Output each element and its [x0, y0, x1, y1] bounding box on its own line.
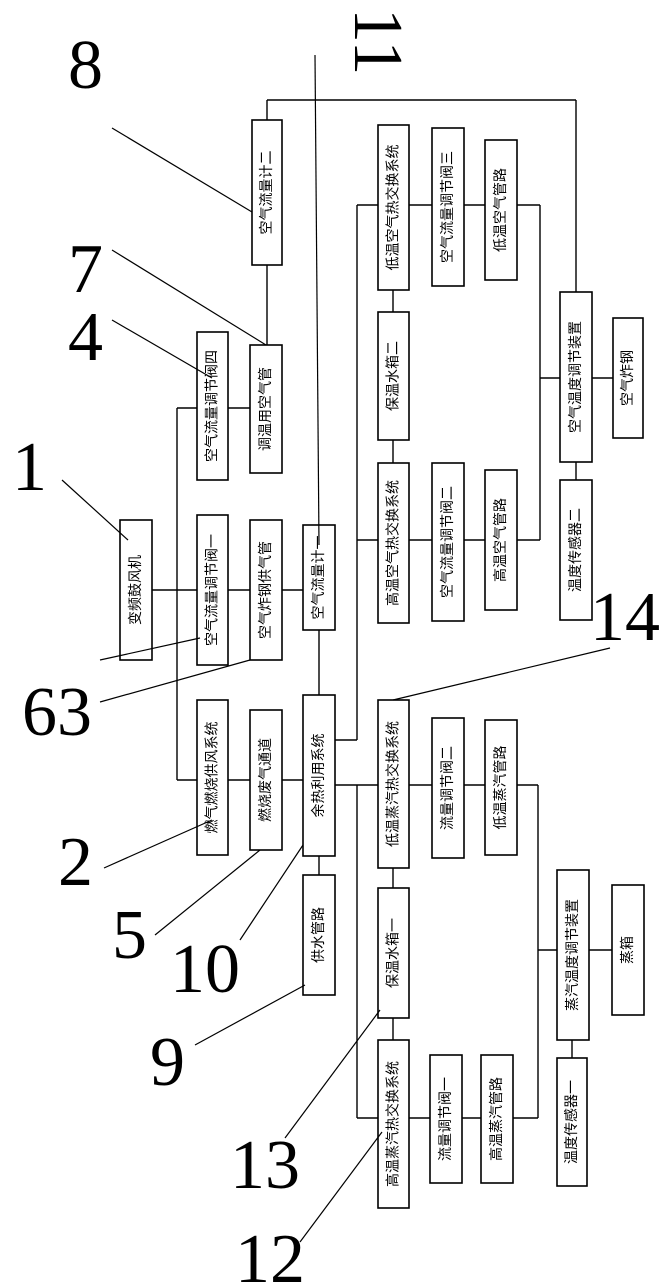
box-label: 燃气燃烧供风系统: [204, 722, 221, 834]
box-air-flowmeter-2: 空气流量计二: [252, 120, 282, 265]
box-tank-2: 保温水箱二: [378, 312, 409, 440]
box-boiler-air-pipe: 空气炸钢供气管: [250, 520, 282, 660]
box-label: 低温蒸汽管路: [493, 746, 509, 830]
box-label: 变频鼓风机: [128, 555, 144, 625]
box-label: 空气温度调节装置: [568, 321, 584, 433]
leader-5: [155, 850, 260, 935]
leader-14: [393, 648, 610, 700]
leader-3: [100, 660, 250, 702]
box-hot-steam-exch: 高温蒸汽热交换系统: [378, 1040, 409, 1208]
box-exhaust: 燃烧废气通道: [250, 710, 282, 850]
box-label: 高温空气热交换系统: [385, 480, 402, 606]
ref-number-1: 1: [12, 429, 47, 506]
box-hot-steam-pipe: 高温蒸汽管路: [481, 1055, 513, 1183]
box-layer: 变频鼓风机 空气流量调节阀一 空气炸钢供气管 空气流量计一 空气流量调节阀四 调…: [120, 120, 644, 1208]
box-temp-sensor-1: 温度传感器一: [557, 1058, 587, 1186]
box-label: 蒸汽温度调节装置: [565, 899, 581, 1011]
box-vfd-blower: 变频鼓风机: [120, 520, 152, 660]
box-tank-1: 保温水箱一: [378, 888, 409, 1018]
ref-number-13: 13: [230, 1127, 300, 1204]
box-low-steam-exch: 低温蒸汽热交换系统: [378, 700, 409, 868]
box-label: 高温蒸汽管路: [488, 1077, 505, 1161]
ref-number-14: 14: [590, 579, 660, 656]
box-label: 空气炸钢: [620, 350, 636, 406]
leader-7: [112, 250, 266, 345]
box-water-supply: 供水管路: [303, 875, 335, 995]
leader-2: [104, 820, 212, 868]
box-label: 空气流量调节阀四: [205, 350, 221, 462]
leader-13: [285, 1010, 380, 1138]
box-air-valve-1: 空气流量调节阀一: [197, 515, 228, 665]
box-label: 供水管路: [311, 907, 327, 963]
box-air-valve-2: 空气流量调节阀二: [432, 463, 464, 621]
box-flow-valve-1: 流量调节阀一: [430, 1055, 462, 1183]
box-label: 温度传感器一: [563, 1080, 580, 1164]
box-low-air-exch: 低温空气热交换系统: [378, 125, 409, 290]
box-temp-sensor-2: 温度传感器二: [560, 480, 592, 620]
box-label: 高温空气管路: [492, 498, 509, 582]
box-gas-combustion: 燃气燃烧供风系统: [197, 700, 228, 855]
box-label: 低温空气管路: [493, 168, 509, 252]
box-air-valve-4: 空气流量调节阀四: [197, 332, 228, 480]
ref-number-12: 12: [235, 1221, 305, 1286]
box-low-steam-pipe: 低温蒸汽管路: [485, 720, 517, 855]
box-label: 低温空气热交换系统: [385, 145, 402, 271]
ref-number-9: 9: [150, 1024, 185, 1101]
box-low-air-pipe: 低温空气管路: [485, 140, 517, 280]
box-label: 空气流量计一: [311, 536, 327, 620]
box-label: 调温用空气管: [258, 367, 274, 451]
box-label: 蒸箱: [620, 936, 636, 964]
box-label: 流量调节阀二: [440, 746, 456, 830]
ref-number-2: 2: [58, 824, 93, 901]
box-label: 空气流量调节阀三: [440, 151, 456, 263]
box-label: 流量调节阀一: [438, 1077, 454, 1161]
ref-number-5: 5: [112, 897, 147, 974]
box-label: 空气流量调节阀二: [440, 486, 456, 598]
ref-number-11: 11: [339, 8, 416, 75]
box-air-valve-3: 空气流量调节阀三: [432, 128, 464, 286]
box-label: 高温蒸汽热交换系统: [385, 1061, 402, 1187]
box-hot-air-pipe: 高温空气管路: [485, 470, 517, 610]
box-label: 温度传感器二: [567, 508, 584, 592]
box-temp-air-pipe: 调温用空气管: [250, 345, 282, 473]
leader-1: [62, 480, 128, 540]
ref-number-63: 63: [22, 674, 92, 751]
box-air-temp-reg: 空气温度调节装置: [560, 292, 592, 462]
box-label: 低温蒸汽热交换系统: [385, 721, 402, 847]
box-label: 燃烧废气通道: [257, 738, 274, 822]
box-label: 空气炸钢供气管: [258, 541, 274, 639]
box-label: 保温水箱二: [386, 341, 402, 411]
box-label: 空气流量调节阀一: [205, 534, 221, 646]
box-label: 保温水箱一: [386, 918, 402, 988]
box-air-furnace: 空气炸钢: [613, 318, 643, 438]
leader-8: [112, 128, 252, 212]
leader-12: [300, 1132, 382, 1242]
box-flow-valve-2: 流量调节阀二: [432, 718, 464, 858]
box-label: 余热利用系统: [310, 734, 327, 818]
box-hot-air-exch: 高温空气热交换系统: [378, 463, 409, 623]
ref-number-7: 7: [68, 231, 103, 308]
box-label: 空气流量计二: [259, 151, 275, 235]
leader-11: [315, 55, 319, 545]
ref-number-4: 4: [68, 299, 103, 376]
box-steam-box: 蒸箱: [612, 885, 644, 1015]
ref-number-8: 8: [68, 27, 103, 104]
ref-number-10: 10: [170, 931, 240, 1008]
box-heat-recovery: 余热利用系统: [303, 695, 335, 856]
box-steam-temp-reg: 蒸汽温度调节装置: [557, 870, 589, 1040]
